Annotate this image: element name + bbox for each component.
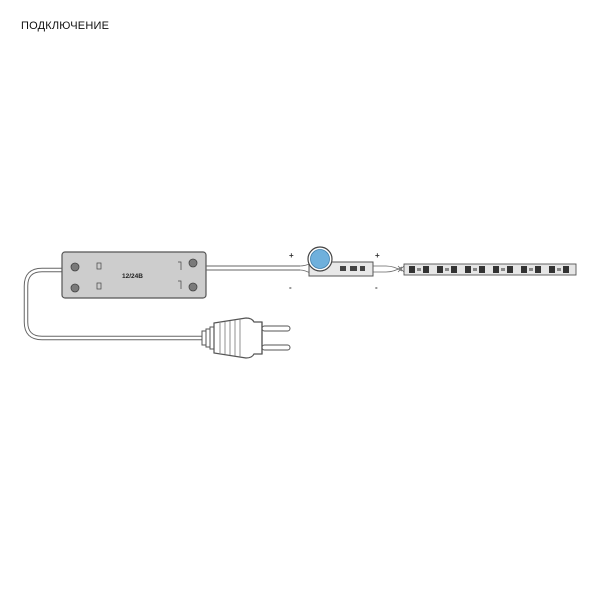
plus-left: + — [289, 251, 294, 260]
page-title: ПОДКЛЮЧЕНИЕ — [21, 20, 110, 32]
connector-wires — [373, 265, 405, 273]
euro-plug — [201, 317, 291, 359]
power-supply-unit: 12/24В — [61, 251, 207, 299]
minus-right: - — [375, 283, 378, 292]
plus-right: + — [375, 251, 380, 260]
minus-left: - — [289, 283, 292, 292]
touch-button — [310, 249, 330, 269]
touch-switch-module — [307, 246, 374, 277]
psu-voltage-label: 12/24В — [122, 273, 143, 280]
led-strip — [403, 263, 577, 276]
output-cable — [206, 262, 313, 275]
